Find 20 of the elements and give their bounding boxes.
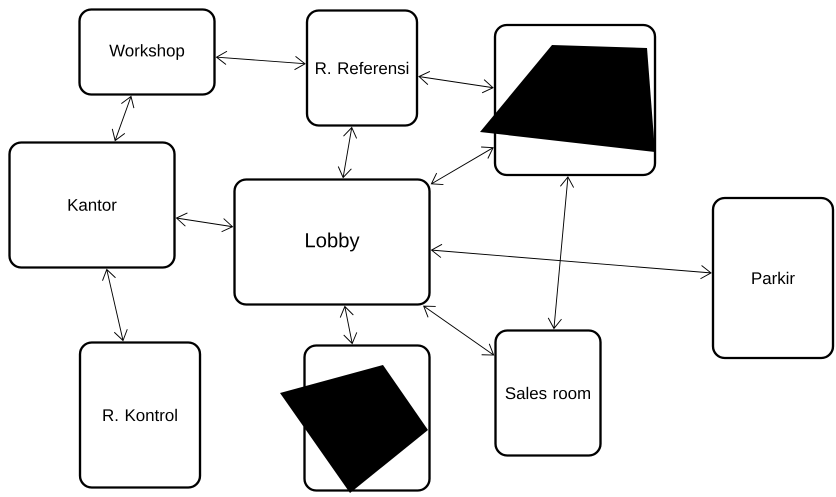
room-box: R. Referensi (306, 9, 418, 127)
room-box: Parkir (712, 196, 834, 360)
arrow (418, 70, 494, 94)
room-box: Sales room (494, 329, 602, 457)
arrow (423, 306, 494, 356)
arrow (338, 126, 358, 178)
arrow (102, 268, 128, 342)
arrow (112, 96, 134, 142)
room-box: Workshop (78, 8, 216, 96)
arrow (340, 306, 358, 344)
arrow (176, 212, 234, 232)
arrow (548, 176, 574, 330)
arrow (216, 50, 306, 70)
room-box: Lobby (233, 178, 431, 306)
room-box: R. Kontrol (78, 341, 202, 489)
arrow (430, 146, 494, 186)
room-box: Kantor (8, 141, 176, 269)
room-box (303, 344, 431, 492)
arrow (430, 244, 712, 280)
room-box (494, 24, 656, 176)
